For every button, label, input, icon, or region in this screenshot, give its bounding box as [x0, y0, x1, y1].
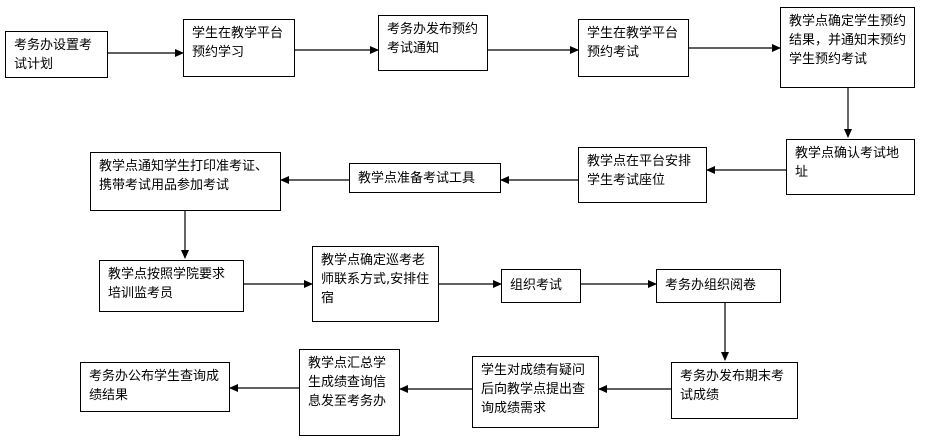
step-organize-marking: 考务办组织阅卷	[656, 269, 781, 303]
step-student-score-inquiry: 学生对成绩有疑问后向教学点提出查询成绩需求	[472, 356, 599, 428]
step-student-book-exam: 学生在教学平台预约考试	[578, 19, 689, 77]
step-patrol-teacher-lodging: 教学点确定巡考老师联系方式,安排住宿	[312, 246, 439, 322]
step-arrange-seats: 教学点在平台安排学生考试座位	[578, 147, 707, 203]
step-student-book-study: 学生在教学平台预约学习	[183, 19, 295, 77]
step-summarize-inquiries: 教学点汇总学生成绩查询信息发至考务办	[299, 349, 400, 436]
step-publish-final-scores: 考务办发布期末考试成绩	[671, 362, 798, 419]
step-organize-exam: 组织考试	[501, 269, 581, 303]
step-publish-inquiry-results: 考务办公布学生查询成绩结果	[80, 362, 230, 412]
step-set-exam-plan: 考务办设置考试计划	[5, 31, 108, 78]
step-notify-print-ticket: 教学点通知学生打印准考证、携带考试用品参加考试	[90, 152, 281, 211]
step-train-invigilators: 教学点按照学院要求培训监考员	[99, 260, 244, 312]
step-prepare-exam-tools: 教学点准备考试工具	[349, 163, 501, 193]
step-publish-exam-notice: 考务办发布预约考试通知	[378, 15, 488, 71]
step-confirm-exam-address: 教学点确认考试地址	[786, 139, 915, 195]
step-confirm-booking-results: 教学点确定学生预约结果，并通知末预约学生预约考试	[780, 7, 915, 88]
